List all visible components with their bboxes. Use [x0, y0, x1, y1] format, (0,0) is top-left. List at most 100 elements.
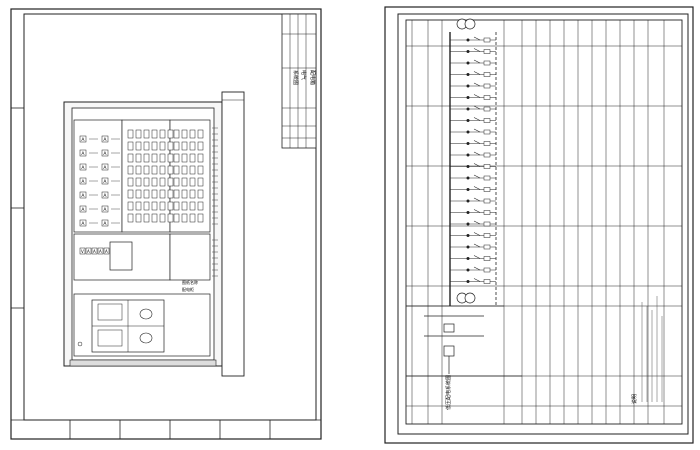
breaker-icon [189, 189, 196, 199]
breaker-contact-icon [466, 268, 470, 272]
section-label: 低压配电系统图 [445, 375, 452, 410]
breaker-icon [127, 177, 134, 187]
fuse-icon [483, 256, 491, 261]
switch-blade-icon [473, 209, 481, 213]
meter-icon [79, 247, 86, 255]
breaker-icon [151, 177, 158, 187]
breaker-icon [167, 165, 174, 175]
breaker-icon [173, 165, 180, 175]
left-drawing-svg: 配电箱 电气 系统图 [10, 8, 322, 440]
breaker-contact-icon [466, 107, 470, 111]
breaker-icon [135, 165, 142, 175]
breaker-icon [189, 201, 196, 211]
notes-area: 说明 [631, 296, 663, 404]
indicator-lamp-icon [79, 205, 87, 213]
breaker-icon [159, 213, 166, 223]
switch-blade-icon [473, 232, 481, 236]
breaker-icon [127, 141, 134, 151]
breaker-contact-icon [466, 188, 470, 191]
breaker-icon [143, 177, 150, 187]
breaker-icon [181, 189, 188, 199]
fuse-icon [483, 95, 491, 100]
indicator-lamp-icon [79, 219, 87, 227]
title-block-text-1: 配电箱 [309, 70, 316, 85]
meter-icon [85, 247, 92, 255]
fuse-icon [483, 221, 491, 227]
right-drawing-sheet: 说明 低压配电系统图 [384, 6, 694, 446]
switch-blade-icon [473, 163, 481, 167]
breaker-contact-icon [466, 222, 470, 226]
fuse-icon [483, 175, 491, 181]
indicator-lamp-icon [101, 177, 109, 185]
breaker-icon [151, 213, 158, 223]
breaker-icon [181, 177, 188, 187]
breaker-icon [167, 153, 174, 163]
indicator-lamp-label: A [103, 151, 107, 157]
breaker-icon [151, 189, 158, 199]
indicator-lamp-label: A [103, 137, 107, 143]
indicator-lamp-icon [101, 191, 109, 199]
indicator-lamp-icon [101, 149, 109, 157]
fuse-icon [483, 187, 491, 192]
panel-vertical-text-1: 图纸名称 [182, 279, 198, 285]
breaker-contact-icon [466, 96, 470, 99]
breaker-icon [127, 189, 134, 199]
breaker-icon [173, 189, 180, 199]
fuse-icon [483, 37, 491, 43]
indicator-lamp-icon [101, 219, 109, 227]
breaker-bank [127, 129, 204, 223]
breaker-icon [151, 141, 158, 151]
cabinet-base [69, 359, 217, 367]
fuse-icon [483, 267, 491, 273]
breaker-contact-icon [466, 199, 470, 203]
breaker-icon [135, 201, 142, 211]
breaker-contact-icon [466, 119, 470, 122]
breaker-icon [197, 213, 204, 223]
breaker-icon [181, 213, 188, 223]
switch-blade-icon [473, 151, 481, 156]
switch-blade-icon [473, 266, 481, 271]
switch-blade-icon [473, 71, 481, 75]
indicator-lamp-icon [79, 191, 87, 199]
breaker-contact-icon [466, 280, 470, 283]
right-outer-frame [384, 6, 694, 444]
fuse-icon [483, 129, 491, 135]
breaker-contact-icon [466, 176, 470, 180]
breaker-icon [173, 141, 180, 151]
breaker-icon [173, 201, 180, 211]
breaker-icon [173, 153, 180, 163]
side-column [221, 91, 245, 377]
breaker-icon [159, 153, 166, 163]
fuse-icon [483, 210, 491, 215]
breaker-icon [189, 165, 196, 175]
breaker-icon [127, 201, 134, 211]
breaker-icon [167, 213, 174, 223]
breaker-icon [181, 165, 188, 175]
breaker-icon [159, 201, 166, 211]
indicator-lamp-label: A [81, 151, 85, 157]
left-drawing-sheet: 配电箱 电气 系统图 [10, 8, 322, 440]
switch-blade-icon [473, 140, 481, 144]
breaker-contact-icon [466, 73, 470, 76]
fuse-icon [483, 198, 491, 204]
indicator-lamp-label: A [103, 179, 107, 185]
breaker-icon [159, 177, 166, 187]
breaker-icon [159, 129, 166, 139]
fuse-icon [483, 164, 491, 169]
switch-blade-icon [473, 255, 481, 259]
switch-blade-icon [473, 117, 481, 121]
breaker-contact-icon [466, 61, 470, 65]
breaker-contact-icon [466, 153, 470, 157]
indicator-lamp-icon [101, 135, 109, 143]
breaker-contact-icon [466, 50, 470, 53]
breaker-icon [189, 141, 196, 151]
meter-label: A [99, 249, 102, 254]
transformer-icon [464, 292, 476, 304]
meter-icon [91, 247, 98, 255]
left-zone-strip [11, 419, 321, 439]
indicator-lamp-icon [101, 163, 109, 171]
fuse-icon [483, 106, 491, 112]
fan-grille-icon [139, 308, 153, 320]
